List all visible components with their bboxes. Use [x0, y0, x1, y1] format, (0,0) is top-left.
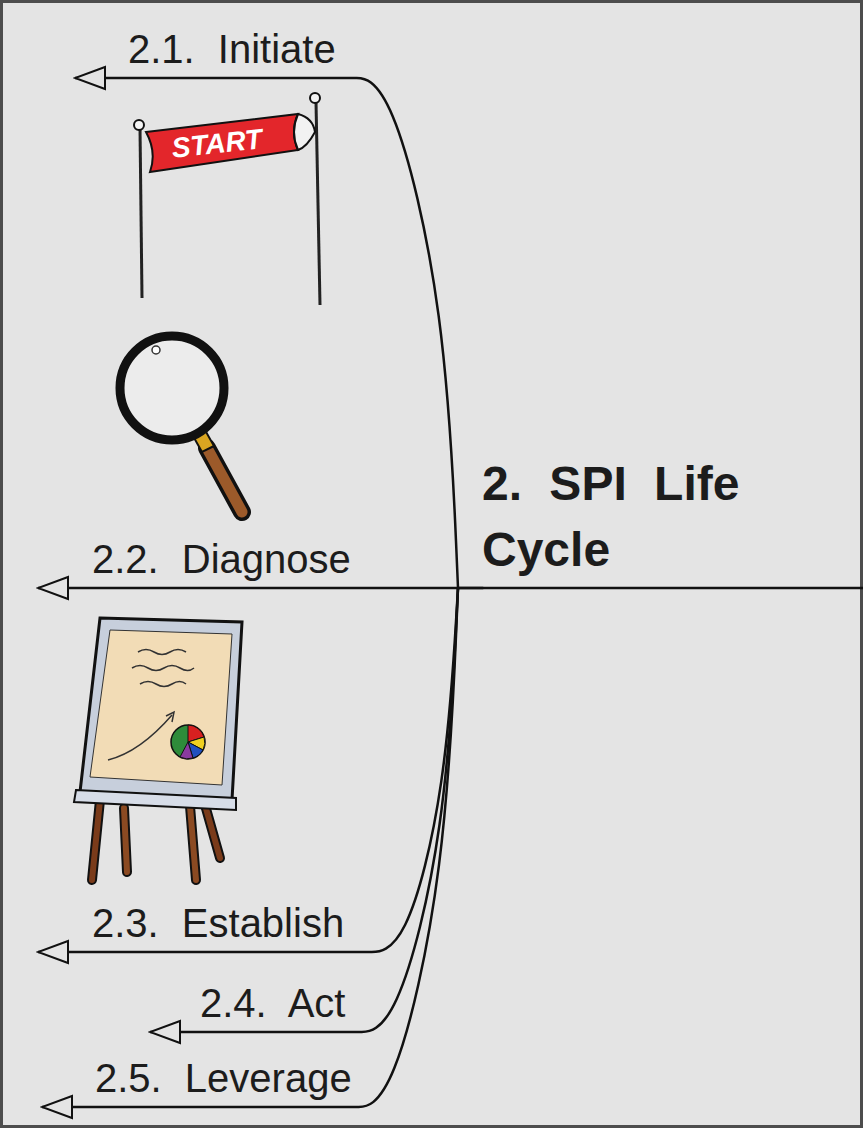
easel-leg — [190, 806, 196, 880]
magnifier-lens — [120, 336, 224, 440]
topic-text: 2. SPI Life Cycle — [482, 451, 798, 583]
lens-highlight — [152, 346, 160, 354]
easel-paper — [90, 630, 232, 785]
easel-board — [80, 618, 242, 800]
chart-arrow — [108, 715, 172, 760]
easel-leg — [205, 805, 220, 858]
easel-leg — [92, 800, 100, 880]
start-banner — [146, 114, 298, 172]
chart-arrowhead — [166, 712, 174, 722]
banner-pole — [140, 128, 142, 298]
banner-curl — [294, 114, 315, 150]
branch-topic: 2.4. Act — [150, 976, 355, 1032]
topic-text: 2.1. Initiate — [128, 26, 350, 72]
topic-text: 2.4. Act — [200, 980, 355, 1026]
easel-leg — [92, 800, 100, 880]
scribble-line — [140, 682, 186, 687]
scribble-line — [132, 666, 194, 671]
branch-topic: 2.3. Establish — [38, 896, 365, 952]
easel-leg — [205, 805, 220, 858]
branch-connector — [42, 588, 458, 1107]
pole-knob — [310, 93, 320, 103]
magnifier-handle — [207, 448, 242, 512]
banner-pole — [316, 102, 320, 305]
easel-leg — [190, 806, 196, 880]
branch-topic: 2.1. Initiate — [75, 22, 350, 78]
easel-leg — [124, 808, 127, 872]
branch-connector — [38, 587, 483, 590]
easel-leg — [124, 808, 127, 872]
pie-chart — [171, 725, 205, 759]
pole-knob — [134, 120, 144, 130]
branch-topic: 2.2. Diagnose — [38, 532, 458, 588]
scribble-line — [138, 650, 186, 655]
branch-connector — [150, 588, 458, 1032]
branch-connector — [38, 588, 458, 952]
branch-topic: 2.5. Leverage — [42, 1051, 352, 1107]
branch-connector — [75, 78, 458, 588]
trunk-line — [458, 587, 863, 590]
topic-text: 2.3. Establish — [92, 900, 365, 946]
easel-tray — [74, 790, 236, 810]
central-topic: 2. SPI Life Cycle — [458, 449, 798, 588]
pie-slice — [180, 742, 193, 759]
topic-text: 2.2. Diagnose — [92, 536, 458, 582]
handle-outline — [207, 448, 242, 512]
topic-text: 2.5. Leverage — [95, 1055, 352, 1101]
